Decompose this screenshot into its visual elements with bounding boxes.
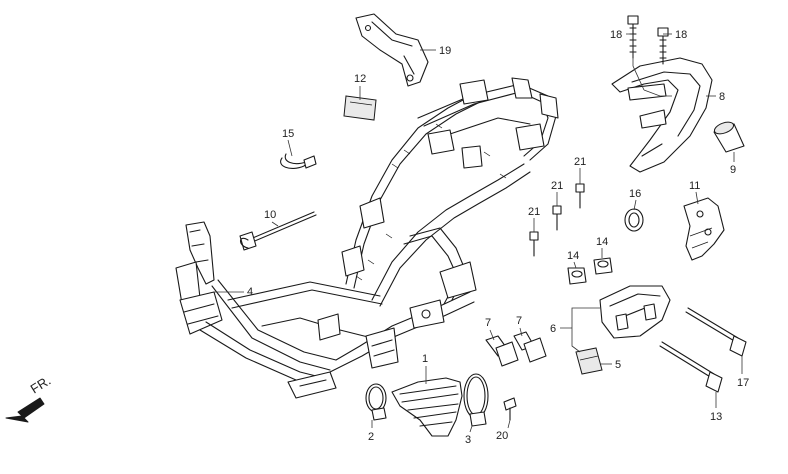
bracket-19 [355, 13, 429, 87]
callout-18b: 18 [675, 29, 687, 41]
callout-1: 1 [422, 353, 428, 365]
callout-9: 9 [730, 164, 736, 176]
bolt-21c [529, 231, 539, 257]
callout-7a: 7 [485, 317, 491, 329]
callout-21a: 21 [574, 156, 586, 168]
bolt-21a [575, 183, 585, 209]
bracket-11 [683, 197, 725, 261]
callout-7b: 7 [516, 315, 522, 327]
bolt-21b [552, 205, 562, 231]
callout-numbers: 4 19 12 15 10 18 18 8 9 11 16 21 21 21 1… [247, 29, 749, 446]
callout-21c: 21 [528, 206, 540, 218]
callout-8: 8 [719, 91, 725, 103]
callout-18a: 18 [610, 29, 622, 41]
callout-14a: 14 [567, 250, 579, 262]
callout-12: 12 [354, 73, 366, 85]
callout-3: 3 [465, 434, 471, 446]
main-frame [175, 77, 559, 399]
callout-11: 11 [689, 180, 700, 192]
cap-9 [713, 121, 745, 153]
callout-16: 16 [629, 188, 641, 200]
grab-rail-8 [611, 57, 713, 173]
screw-20 [503, 397, 517, 421]
cable-tie-10 [239, 211, 317, 251]
clamp-15 [280, 153, 317, 169]
rubber-bush-5 [575, 347, 603, 375]
nut-14b [593, 257, 613, 275]
long-bolt-13 [659, 341, 723, 393]
damper-7b [513, 331, 547, 363]
callout-5: 5 [615, 359, 621, 371]
clamp-3 [463, 373, 489, 427]
callout-13: 13 [710, 411, 722, 423]
callout-10: 10 [264, 209, 276, 221]
callout-15: 15 [282, 128, 294, 140]
long-bolt-17 [685, 307, 747, 357]
boot-1 [391, 377, 463, 437]
leader-lines [214, 33, 743, 433]
front-arrow-icon [5, 397, 45, 423]
plate-12 [343, 95, 377, 121]
bolt-18b [657, 27, 669, 65]
callout-14b: 14 [596, 236, 608, 248]
callout-2: 2 [368, 431, 374, 443]
callout-17: 17 [737, 377, 749, 389]
clamp-2 [365, 383, 387, 421]
damper-7a [485, 335, 519, 367]
callout-21b: 21 [551, 180, 563, 192]
nut-14a [567, 267, 587, 285]
engine-hanger-6 [599, 285, 671, 339]
front-direction-indicator: FR. [5, 373, 54, 423]
callout-6: 6 [550, 323, 556, 335]
collar-16 [624, 208, 644, 232]
callout-4: 4 [247, 286, 253, 298]
callout-19: 19 [439, 45, 451, 57]
callout-20: 20 [496, 430, 508, 442]
front-direction-label: FR. [28, 373, 54, 397]
